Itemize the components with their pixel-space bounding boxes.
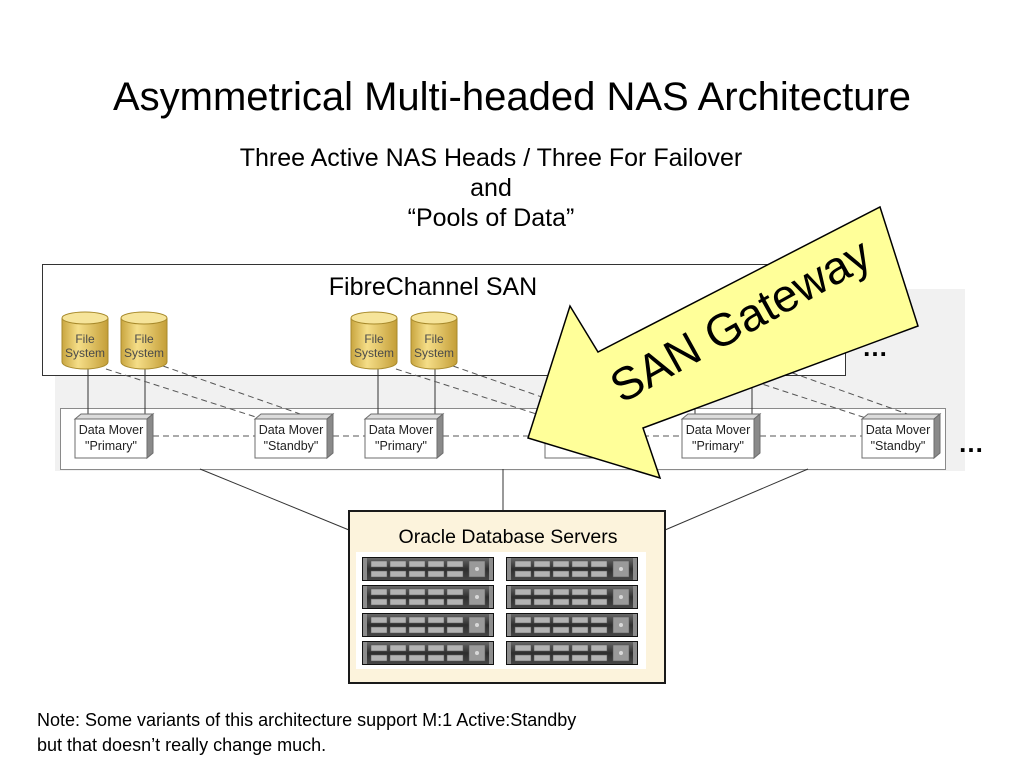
file-system-icon: File System xyxy=(120,311,168,370)
file-system-label: System xyxy=(414,346,454,360)
subtitle-line-3: “Pools of Data” xyxy=(408,204,575,232)
cylinder-body xyxy=(350,318,398,370)
data-mover-side xyxy=(753,412,761,460)
note-line-1: Note: Some variants of this architecture… xyxy=(37,710,576,730)
file-system-label: File xyxy=(134,332,154,346)
data-mover-front xyxy=(254,418,328,459)
oracle-connectors xyxy=(199,468,809,531)
data-mover-label: Data Mover xyxy=(369,423,434,437)
server-unit xyxy=(506,613,638,637)
data-mover-row xyxy=(60,408,946,470)
server-unit xyxy=(506,641,638,665)
subtitle-line-1: Three Active NAS Heads / Three For Failo… xyxy=(240,144,743,172)
failover-link xyxy=(715,368,870,420)
failover-link xyxy=(395,368,553,420)
footnote: Note: Some variants of this architecture… xyxy=(37,710,576,755)
data-mover-label: Data Mover xyxy=(259,423,324,437)
file-system-icon: File System xyxy=(61,311,109,370)
file-system-label: System xyxy=(354,346,394,360)
cylinder-body xyxy=(120,318,168,370)
san-label: FibreChannel SAN xyxy=(329,273,537,301)
cylinder-top xyxy=(120,311,168,325)
data-mover-role: "Primary" xyxy=(692,439,744,453)
server-unit xyxy=(506,585,638,609)
failover-link xyxy=(162,365,307,417)
data-mover-role: "Primary" xyxy=(85,439,137,453)
failover-link xyxy=(772,365,914,417)
data-mover-front xyxy=(681,418,755,459)
data-mover-primary: Data Mover "Primary" xyxy=(73,412,155,460)
data-mover-role: "Standby" xyxy=(264,439,319,453)
data-mover-top xyxy=(73,413,155,420)
failover-link xyxy=(452,365,597,417)
data-mover-standby: Data Mover "Standby" xyxy=(253,412,335,460)
server-unit xyxy=(362,641,494,665)
data-mover-role: "Primary" xyxy=(375,439,427,453)
server-unit xyxy=(506,557,638,581)
data-mover-top xyxy=(363,413,445,420)
oracle-database-servers: Oracle Database Servers xyxy=(348,510,666,684)
data-mover-more-ellipsis: … xyxy=(958,428,984,458)
data-mover-top xyxy=(680,413,762,420)
gateway-arrow-icon xyxy=(527,205,919,480)
data-mover-role: "Standby" xyxy=(871,439,926,453)
data-mover-primary: Data Mover "Primary" xyxy=(363,412,445,460)
data-mover-label: Data Mover xyxy=(686,423,751,437)
data-mover-side xyxy=(326,412,334,460)
file-system-label: File xyxy=(424,332,444,346)
file-system-label: File xyxy=(75,332,95,346)
cylinder-top xyxy=(350,311,398,325)
oracle-label: Oracle Database Servers xyxy=(399,526,618,548)
data-mover-front xyxy=(861,418,935,459)
san-connectors xyxy=(87,365,914,437)
data-mover-side xyxy=(146,412,154,460)
cylinder-body xyxy=(410,318,458,370)
data-mover-top xyxy=(253,413,335,420)
file-system-label: System xyxy=(124,346,164,360)
data-mover-label: Data Mover xyxy=(79,423,144,437)
data-mover-side xyxy=(933,412,941,460)
server-unit xyxy=(362,585,494,609)
oracle-link xyxy=(199,468,350,531)
server-unit xyxy=(362,557,494,581)
data-mover-front xyxy=(74,418,148,459)
subtitle-line-2: and xyxy=(470,174,512,202)
subtitle: Three Active NAS Heads / Three For Failo… xyxy=(240,144,743,232)
data-mover-standby: Data Mover "Standby" xyxy=(860,412,942,460)
data-mover-top xyxy=(860,413,942,420)
slide-title: Asymmetrical Multi-headed NAS Architectu… xyxy=(113,75,911,119)
file-system-label: System xyxy=(65,346,105,360)
cylinder-top xyxy=(410,311,458,325)
cylinder-top xyxy=(61,311,109,325)
failover-link xyxy=(105,368,263,420)
note-line-2: but that doesn’t really change much. xyxy=(37,735,326,755)
server-unit xyxy=(362,613,494,637)
data-mover-side xyxy=(436,412,444,460)
file-system-label: File xyxy=(364,332,384,346)
data-mover-label: Data Mover xyxy=(866,423,931,437)
file-system-icon: File System xyxy=(350,311,398,370)
data-mover-front xyxy=(364,418,438,459)
cylinder-body xyxy=(61,318,109,370)
file-system-icon: File System xyxy=(410,311,458,370)
data-mover-primary: Data Mover "Primary" xyxy=(680,412,762,460)
oracle-link xyxy=(664,468,809,531)
